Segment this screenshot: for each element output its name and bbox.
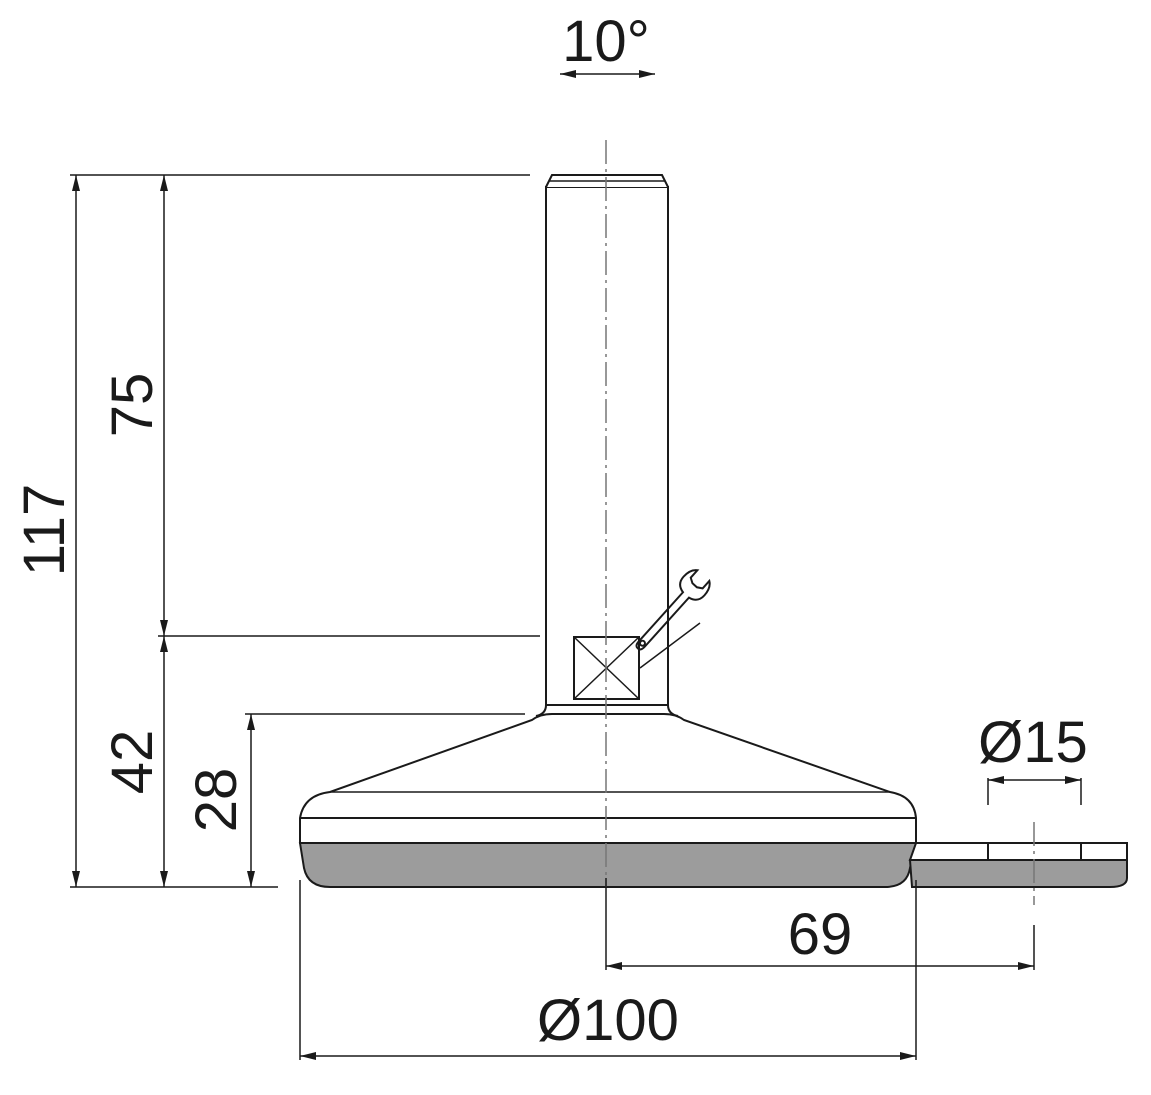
dim-base-height: 42 bbox=[100, 730, 165, 795]
dim-total-height: 117 bbox=[12, 484, 77, 576]
wrench-icon bbox=[635, 569, 711, 651]
stem-neck bbox=[535, 704, 547, 717]
threaded-stem bbox=[545, 186, 669, 706]
dim-foot-height: 28 bbox=[184, 768, 249, 833]
base-body bbox=[299, 713, 917, 844]
rubber-pad bbox=[298, 842, 918, 888]
dim-hole-diameter: Ø15 bbox=[978, 710, 1088, 775]
stem-neck-right bbox=[667, 704, 679, 717]
dim-base-diameter: Ø100 bbox=[537, 988, 679, 1053]
dim-tilt-angle: 10° bbox=[562, 9, 650, 74]
mounting-tab bbox=[908, 842, 1128, 861]
dim-hole-offset: 69 bbox=[788, 902, 853, 967]
mounting-tab-pad bbox=[908, 859, 1128, 888]
dim-stem-length: 75 bbox=[100, 373, 165, 438]
wrench-leader bbox=[639, 622, 701, 669]
